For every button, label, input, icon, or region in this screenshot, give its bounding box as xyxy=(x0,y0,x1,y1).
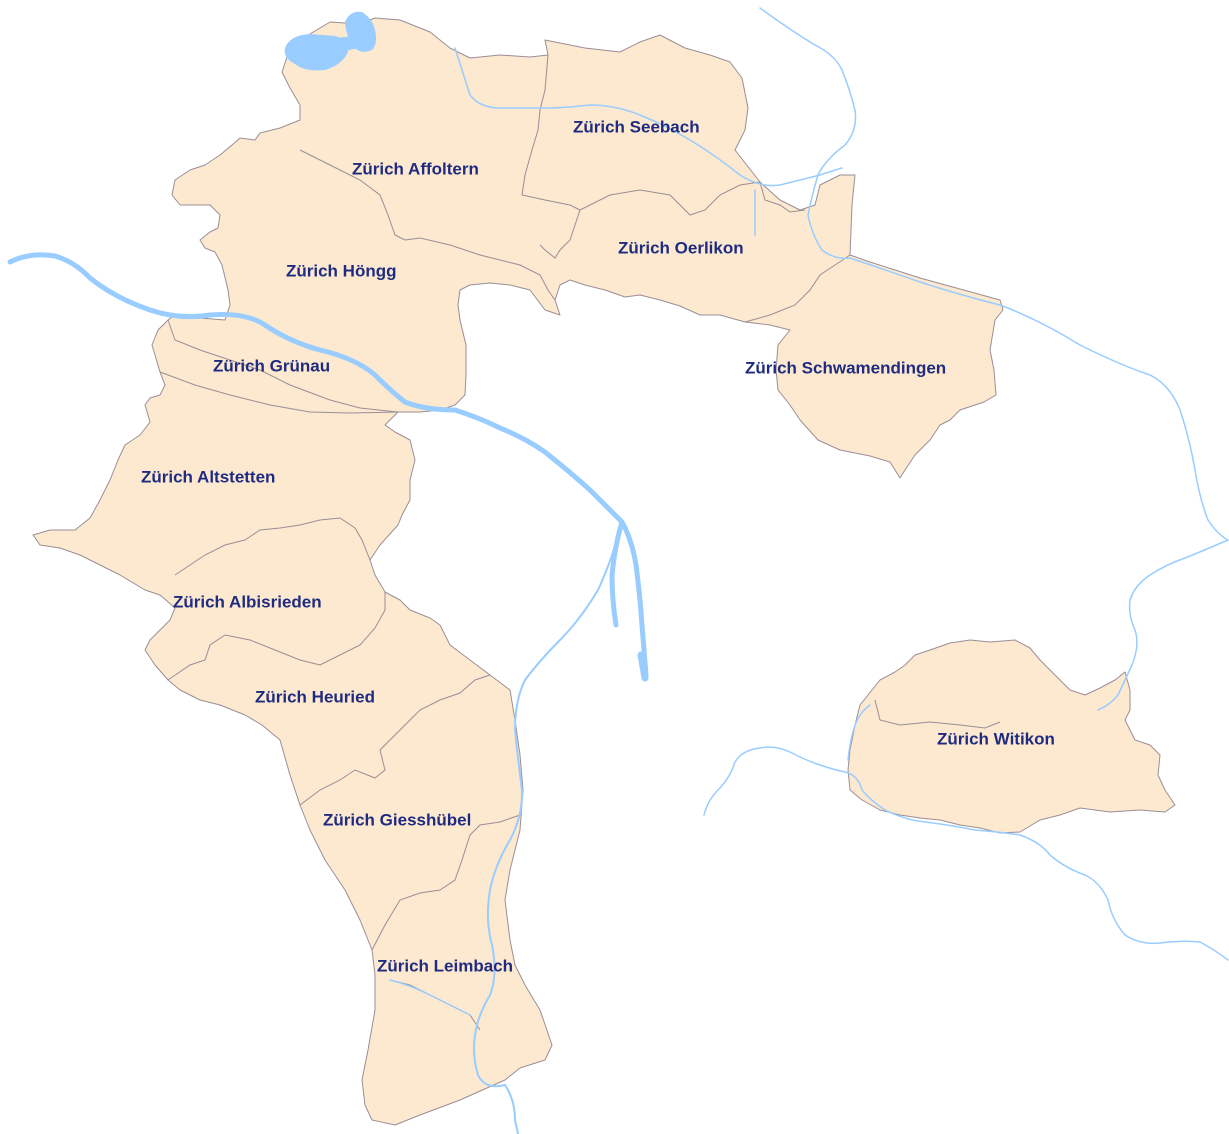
label-witikon: Zürich Witikon xyxy=(937,729,1055,748)
district-witikon-group xyxy=(847,639,1176,834)
label-schwamendingen: Zürich Schwamendingen xyxy=(745,358,946,377)
border-affoltern-hoengg xyxy=(299,149,556,301)
label-altstetten: Zürich Altstetten xyxy=(141,467,275,486)
district-labels: Zürich Affoltern Zürich Seebach Zürich H… xyxy=(141,117,1055,975)
border-hoengg-gruenau xyxy=(167,319,399,413)
label-giesshuebel: Zürich Giesshübel xyxy=(323,810,471,829)
border-witikon-inner xyxy=(874,699,1001,729)
label-affoltern: Zürich Affoltern xyxy=(352,159,479,178)
river-leimbach-stream xyxy=(389,979,471,1016)
label-albisrieden: Zürich Albisrieden xyxy=(173,592,322,611)
river-limmat-mouth xyxy=(637,651,649,682)
river-east-stream-1 xyxy=(1097,539,1229,711)
river-east-stream-2 xyxy=(703,746,1229,961)
label-hoengg: Zürich Höngg xyxy=(286,261,396,280)
border-oerlikon-schwamendingen xyxy=(744,254,851,323)
lake-katzensee-neck xyxy=(335,36,358,52)
border-affoltern-oerlikon xyxy=(539,209,581,259)
border-gruenau-altstetten xyxy=(159,371,399,414)
border-giesshuebel-leimbach xyxy=(371,814,521,951)
border-altstetten-albisrieden xyxy=(174,517,371,576)
lake-katzensee-west xyxy=(284,34,349,71)
border-affoltern-seebach xyxy=(521,54,581,211)
label-seebach: Zürich Seebach xyxy=(573,117,700,136)
river-witikon-stream xyxy=(847,704,871,761)
river-glatt xyxy=(759,7,1229,541)
water-bodies xyxy=(284,11,376,71)
border-heuried-giesshuebel xyxy=(299,674,491,806)
district-shape-west-main[interactable] xyxy=(32,17,1004,1126)
label-leimbach: Zürich Leimbach xyxy=(377,956,513,975)
label-oerlikon: Zürich Oerlikon xyxy=(618,238,744,257)
label-heuried: Zürich Heuried xyxy=(255,687,375,706)
districts-west xyxy=(32,17,1004,1126)
border-albisrieden-heuried xyxy=(167,592,386,681)
border-seebach-oerlikon xyxy=(579,181,761,216)
label-gruenau: Zürich Grünau xyxy=(213,356,330,375)
river-sihl xyxy=(473,521,623,1134)
rivers xyxy=(7,7,1229,1134)
river-north-branch xyxy=(454,47,843,187)
district-shape-witikon[interactable] xyxy=(847,639,1176,834)
border-oerlikon-seebach-east xyxy=(759,181,806,213)
river-limmat xyxy=(7,252,649,678)
